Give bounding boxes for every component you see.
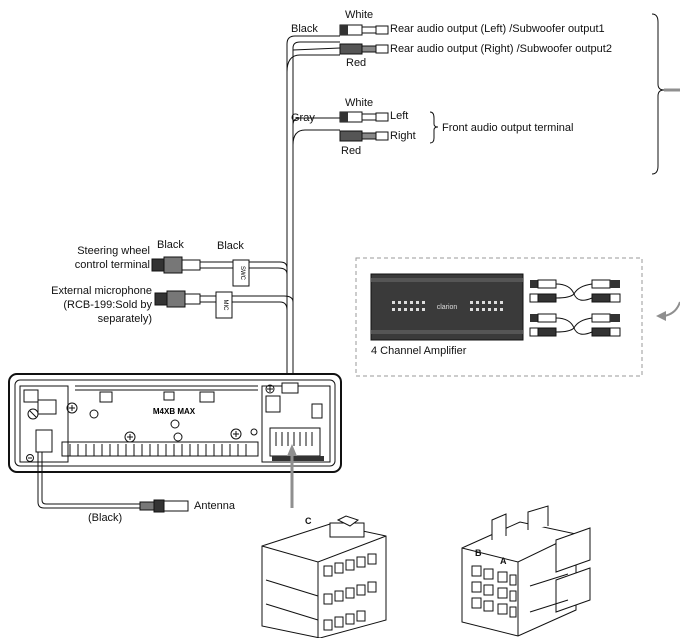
front-lower-plug-color: Red	[341, 145, 362, 157]
amplifier-box	[355, 257, 643, 377]
steering-label-line2: control terminal	[74, 259, 150, 271]
amplifier-rca-cables	[555, 283, 593, 335]
amplifier-vents	[392, 301, 503, 311]
rear-output-left-label: Rear audio output (Left) /Subwoofer outp…	[390, 23, 605, 35]
rear-rca-right-plug	[339, 43, 389, 55]
rear-lower-plug-color: Red	[346, 57, 367, 69]
amplifier-rca-plugs-right	[591, 279, 621, 337]
swc-box-text: SWC	[239, 266, 245, 281]
antenna-label: Antenna	[194, 500, 235, 512]
steering-label-line1: Steering wheel	[77, 245, 150, 257]
swc-box	[232, 259, 250, 287]
mic-label-line2: (RCB-199:Sold by	[63, 299, 152, 311]
connector-b-label: B	[475, 548, 482, 558]
connector-c-label: C	[305, 516, 312, 526]
head-unit-model: M4XB MAX	[153, 407, 196, 416]
amplifier-rca-plugs-left	[529, 279, 557, 337]
rear-output-right-label: Rear audio output (Right) /Subwoofer out…	[390, 43, 612, 55]
antenna-wire	[37, 452, 140, 509]
connector-ab-pins	[471, 565, 517, 618]
antenna-plug	[139, 499, 189, 513]
rear-rca-left-plug	[339, 24, 389, 36]
steering-wire-color: Black	[217, 240, 244, 252]
connector-c	[261, 515, 387, 639]
mic-box	[215, 291, 233, 319]
front-terminal-bracket	[429, 111, 439, 144]
connector-a-label: A	[500, 556, 507, 566]
antenna-wire-color: (Black)	[88, 512, 123, 524]
amplifier-brace	[651, 13, 665, 175]
amplifier-brand: clarion	[437, 304, 458, 311]
main-harness-wire	[200, 35, 341, 382]
front-left-label: Left	[390, 110, 409, 122]
head-unit	[8, 373, 342, 473]
amplifier-caption: 4 Channel Amplifier	[371, 345, 467, 357]
front-wire-color: Gray	[291, 112, 315, 124]
front-rca-right-plug	[339, 130, 389, 142]
rear-upper-plug-color: White	[345, 9, 374, 21]
front-upper-plug-color: White	[345, 97, 374, 109]
steering-plug	[151, 256, 201, 274]
steering-plug-color: Black	[157, 239, 184, 251]
rear-wire-color: Black	[291, 23, 318, 35]
mic-label-line3: separately)	[97, 313, 152, 325]
connector-ab	[461, 505, 591, 637]
front-rca-left-plug	[339, 111, 389, 123]
mic-box-text: MIC	[222, 300, 228, 312]
microphone-plug	[154, 290, 201, 308]
connector-c-pins	[323, 553, 377, 631]
amplifier-body	[370, 273, 524, 341]
mic-label-line1: External microphone	[51, 285, 152, 297]
front-terminal-label: Front audio output terminal	[442, 122, 574, 134]
front-right-label: Right	[390, 130, 416, 142]
amplifier-arrow	[663, 301, 680, 317]
